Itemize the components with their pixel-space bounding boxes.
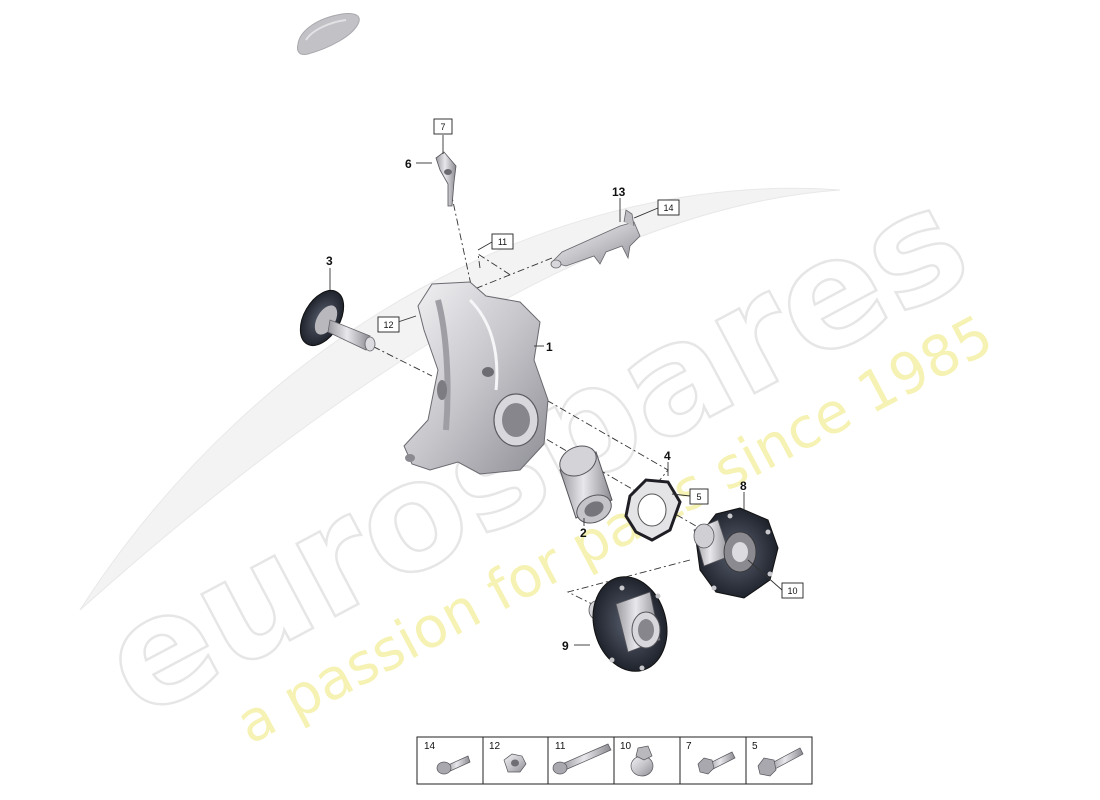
legend-number: 5 xyxy=(752,741,758,752)
callout-box-12-label: 12 xyxy=(383,320,393,330)
callout-box-12[interactable]: 12 xyxy=(377,316,400,333)
hex-bolt-icon xyxy=(697,751,736,775)
legend-cell-12[interactable]: 12 xyxy=(489,741,527,773)
callout-2[interactable]: 2 xyxy=(580,526,587,540)
callout-3[interactable]: 3 xyxy=(326,254,333,268)
callout-box-14[interactable]: 14 xyxy=(657,199,680,216)
fastener-legend: 14 12 11 10 xyxy=(416,736,813,785)
legend-number: 11 xyxy=(555,741,566,752)
axis-line-driveshaft xyxy=(359,339,433,377)
hub-part-8[interactable] xyxy=(693,507,779,599)
leader-5 xyxy=(671,493,691,497)
callout-box-5[interactable]: 5 xyxy=(689,488,709,505)
callout-1[interactable]: 1 xyxy=(546,340,553,354)
leader-lines xyxy=(329,135,783,646)
legend-cell-11[interactable]: 11 xyxy=(552,741,612,775)
callout-4[interactable]: 4 xyxy=(664,449,671,463)
leader-10 xyxy=(747,559,783,591)
callout-8[interactable]: 8 xyxy=(740,479,747,493)
legend-number: 14 xyxy=(424,741,436,752)
axis-line-bearing-to-hub xyxy=(533,431,721,541)
legend-cell-10[interactable]: 10 xyxy=(620,741,654,777)
callout-13[interactable]: 13 xyxy=(612,185,626,199)
wheel-bearing-part-2[interactable] xyxy=(555,440,616,528)
wheel-hub-part-9[interactable] xyxy=(583,568,677,679)
axis-line-bolt11-upper xyxy=(477,253,513,277)
callout-box-11-label: 11 xyxy=(498,237,507,247)
boxed-callouts: 7 11 12 14 5 10 xyxy=(377,118,804,599)
callout-box-10[interactable]: 10 xyxy=(781,582,804,599)
watermark-swoosh xyxy=(79,187,841,611)
watermark: eurospares a passion for parts since 198… xyxy=(74,152,1003,758)
collar-nut-icon xyxy=(630,745,654,777)
callout-numbers: 1 2 3 4 6 8 9 13 xyxy=(326,157,747,653)
bracket-part-13[interactable] xyxy=(550,209,641,269)
callout-6[interactable]: 6 xyxy=(405,157,412,171)
callout-box-7[interactable]: 7 xyxy=(433,118,453,135)
callout-box-14-label: 14 xyxy=(663,203,673,213)
callout-9[interactable]: 9 xyxy=(562,639,569,653)
car-silhouette-icon xyxy=(297,13,360,55)
callout-box-10-label: 10 xyxy=(787,586,797,596)
legend-cell-5[interactable]: 5 xyxy=(752,741,804,777)
leader-14 xyxy=(633,207,659,219)
seal-plate-part-4[interactable] xyxy=(624,478,682,542)
leader-12 xyxy=(397,315,417,323)
legend-number: 7 xyxy=(686,741,692,752)
leader-11 xyxy=(477,241,493,251)
flange-nut-icon xyxy=(503,753,527,773)
speed-sensor-part-6[interactable] xyxy=(435,151,457,207)
legend-cell-14[interactable]: 14 xyxy=(424,741,471,775)
short-bolt-icon xyxy=(436,755,471,775)
legend-cell-7[interactable]: 7 xyxy=(686,741,736,775)
callout-box-7-label: 7 xyxy=(440,122,445,132)
wheel-carrier-part-1[interactable] xyxy=(403,281,549,475)
long-bolt-icon xyxy=(552,743,612,775)
hex-bolt-icon xyxy=(757,747,804,777)
legend-number: 12 xyxy=(489,741,501,752)
drive-flange-part-3[interactable] xyxy=(291,283,376,353)
callout-box-5-label: 5 xyxy=(696,492,701,502)
callout-box-11[interactable]: 11 xyxy=(491,233,514,250)
legend-number: 10 xyxy=(620,741,632,752)
